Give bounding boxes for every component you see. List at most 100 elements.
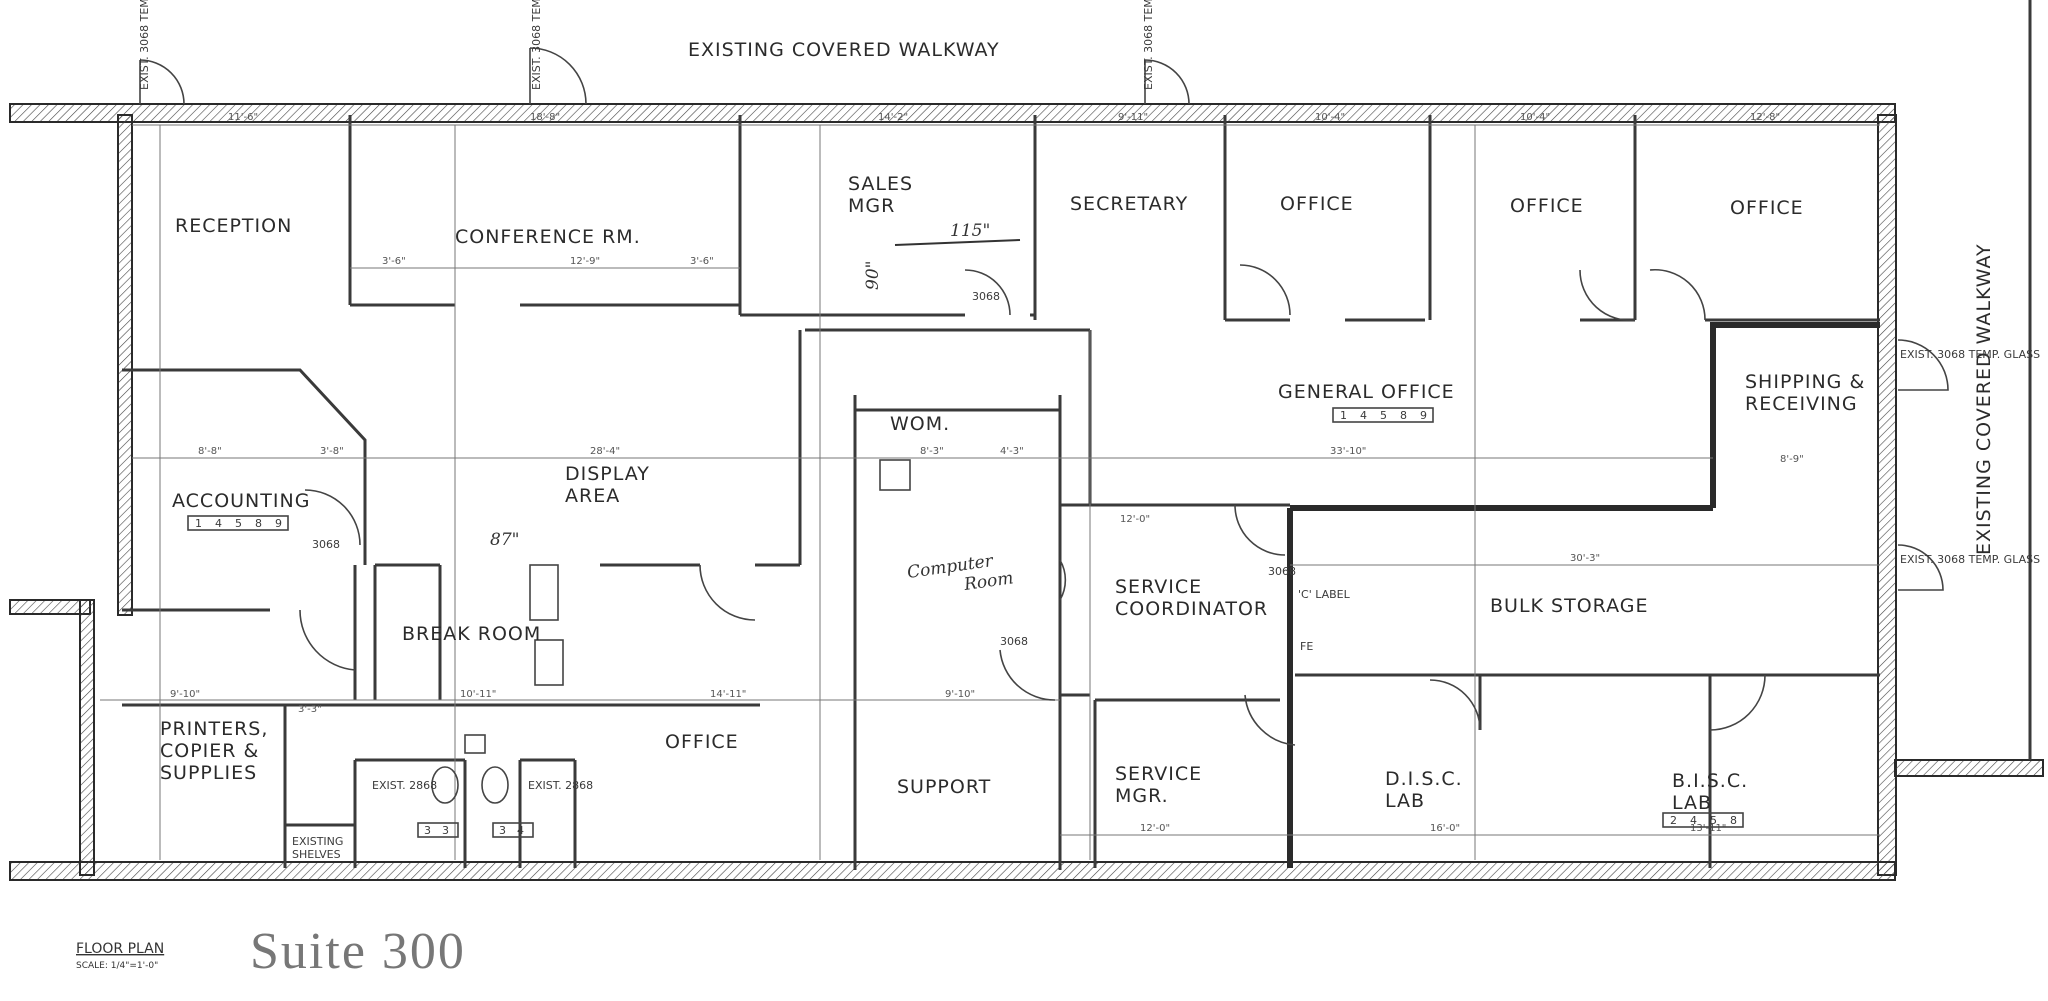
dim-label: 14'-2" [878, 112, 908, 123]
occupancy-1: 2 [1670, 814, 1677, 827]
door-tag: EXIST. 3068 TEMP. GLASS [1900, 553, 2040, 566]
door-tag: 'C' LABEL [1298, 588, 1351, 601]
room-printers-line1: PRINTERS, [160, 718, 268, 740]
dim-label: 8'-8" [198, 446, 222, 457]
room-office-3: OFFICE [1730, 197, 1804, 219]
occupancy-1: 1 [195, 517, 202, 530]
occupancy-2: 4 [215, 517, 222, 530]
occupancy-3: 5 [235, 517, 242, 530]
occupancy-4: 8 [1730, 814, 1737, 827]
dim-label: 11'-6" [228, 112, 258, 123]
door-tag: EXIST. 2868 [372, 779, 437, 792]
occupancy-5: 9 [275, 517, 282, 530]
room-sales-mgr-line2: MGR [848, 195, 895, 217]
note-90: 90" [863, 261, 883, 290]
restroom-fixtures [431, 459, 911, 804]
handwritten-notes: 115" 87" 90" [490, 221, 1021, 550]
top-walkway-label: EXISTING COVERED WALKWAY [688, 39, 1000, 61]
room-bisc-lab-line1: B.I.S.C. [1672, 770, 1748, 792]
dim-label: 3'-3" [298, 704, 322, 715]
occupancy-3: 5 [1710, 814, 1717, 827]
occupancy-1: 1 [1340, 409, 1347, 422]
occupancy-accounting: 1 4 5 8 9 [187, 515, 289, 531]
dim-label: 18'-8" [530, 112, 560, 123]
dim-label: 8'-9" [1780, 454, 1804, 465]
dim-label: 3'-8" [320, 446, 344, 457]
room-service-mgr-line1: SERVICE [1115, 763, 1202, 785]
room-support: SUPPORT [897, 776, 991, 798]
room-display-line1: DISPLAY [565, 463, 650, 485]
room-bisc-lab-line2: LAB [1672, 792, 1712, 814]
occupancy-4: 8 [255, 517, 262, 530]
dim-label: 13'-11" [1690, 823, 1726, 834]
side-walkway-label: EXISTING COVERED WALKWAY [1973, 243, 1995, 555]
occupancy-restroom-b: 3 4 [492, 822, 534, 838]
interior-walls [122, 115, 1880, 870]
room-labels: RECEPTION CONFERENCE RM. SALES MGR SECRE… [160, 173, 1865, 861]
dim-label: 10'-4" [1520, 112, 1550, 123]
floor-plan-label: FLOOR PLAN [76, 941, 164, 957]
dim-label: 16'-0" [1430, 823, 1460, 834]
room-office-1: OFFICE [1280, 193, 1354, 215]
exterior-walls [9, 0, 2044, 881]
room-secretary: SECRETARY [1070, 193, 1188, 215]
dim-label: 9'-10" [170, 689, 200, 700]
room-printers-line3: SUPPLIES [160, 762, 257, 784]
door-tag: 3068 [312, 538, 340, 551]
room-bulk-storage: BULK STORAGE [1490, 595, 1648, 617]
occupancy-2: 4 [1360, 409, 1367, 422]
room-conference: CONFERENCE RM. [455, 226, 641, 248]
suite-title: Suite 300 [250, 923, 466, 980]
occupancy-bisc-lab: 2 4 5 8 [1662, 812, 1744, 828]
room-office-bottom: OFFICE [665, 731, 739, 753]
dim-label: 30'-3" [1570, 553, 1600, 564]
room-accounting: ACCOUNTING [172, 490, 310, 512]
occupancy-4: 8 [1400, 409, 1407, 422]
room-wom: WOM. [890, 413, 950, 435]
room-reception: RECEPTION [175, 215, 292, 237]
occupancy-1: 3 [424, 824, 431, 837]
dim-label: 28'-4" [590, 446, 620, 457]
room-shipping-line2: RECEIVING [1745, 393, 1858, 415]
dim-label: 12'-0" [1140, 823, 1170, 834]
dim-label: 9'-11" [1118, 112, 1148, 123]
room-service-coordinator-line2: COORDINATOR [1115, 598, 1268, 620]
dim-label: 10'-11" [460, 689, 496, 700]
room-shipping-line1: SHIPPING & [1745, 371, 1865, 393]
dim-label: 12'-0" [1120, 514, 1150, 525]
door-tag: EXIST. 2868 [528, 779, 593, 792]
room-display-line2: AREA [565, 485, 620, 507]
room-general-office: GENERAL OFFICE [1278, 381, 1455, 403]
occupancy-tags: 1 4 5 8 9 1 4 5 8 9 2 4 5 8 3 3 3 [187, 407, 1744, 838]
note-87: 87" [490, 530, 519, 550]
room-disc-lab-line1: D.I.S.C. [1385, 768, 1463, 790]
occupancy-2: 4 [517, 824, 524, 837]
dim-label: 33'-10" [1330, 446, 1366, 457]
dim-label: 3'-6" [382, 256, 406, 267]
dim-label: 8'-3" [920, 446, 944, 457]
doors [139, 47, 1949, 746]
door-tag: FE [1300, 640, 1313, 653]
room-existing-shelves-line2: SHELVES [292, 848, 341, 861]
room-service-mgr-line2: MGR. [1115, 785, 1169, 807]
occupancy-general-office: 1 4 5 8 9 [1332, 407, 1434, 423]
dimension-lines [100, 124, 1880, 860]
occupancy-5: 9 [1420, 409, 1427, 422]
room-break-room: BREAK ROOM [402, 623, 541, 645]
door-tag: EXIST. 3068 TEMP. GLASS [1900, 348, 2040, 361]
occupancy-restroom-a: 3 3 [417, 822, 459, 838]
room-existing-shelves-line1: EXISTING [292, 835, 343, 848]
door-tag: EXIST. 3068 TEMP. GLASS [1142, 0, 1155, 90]
room-sales-mgr-line1: SALES [848, 173, 913, 195]
room-office-2: OFFICE [1510, 195, 1584, 217]
room-printers-line2: COPIER & [160, 740, 259, 762]
room-service-coordinator-line1: SERVICE [1115, 576, 1202, 598]
door-tag: 3068 [972, 290, 1000, 303]
door-tag: 3068 [1000, 635, 1028, 648]
dim-label: 3'-6" [690, 256, 714, 267]
door-tag: 3068 [1268, 565, 1296, 578]
occupancy-1: 3 [499, 824, 506, 837]
occupancy-2: 3 [442, 824, 449, 837]
dim-label: 9'-10" [945, 689, 975, 700]
